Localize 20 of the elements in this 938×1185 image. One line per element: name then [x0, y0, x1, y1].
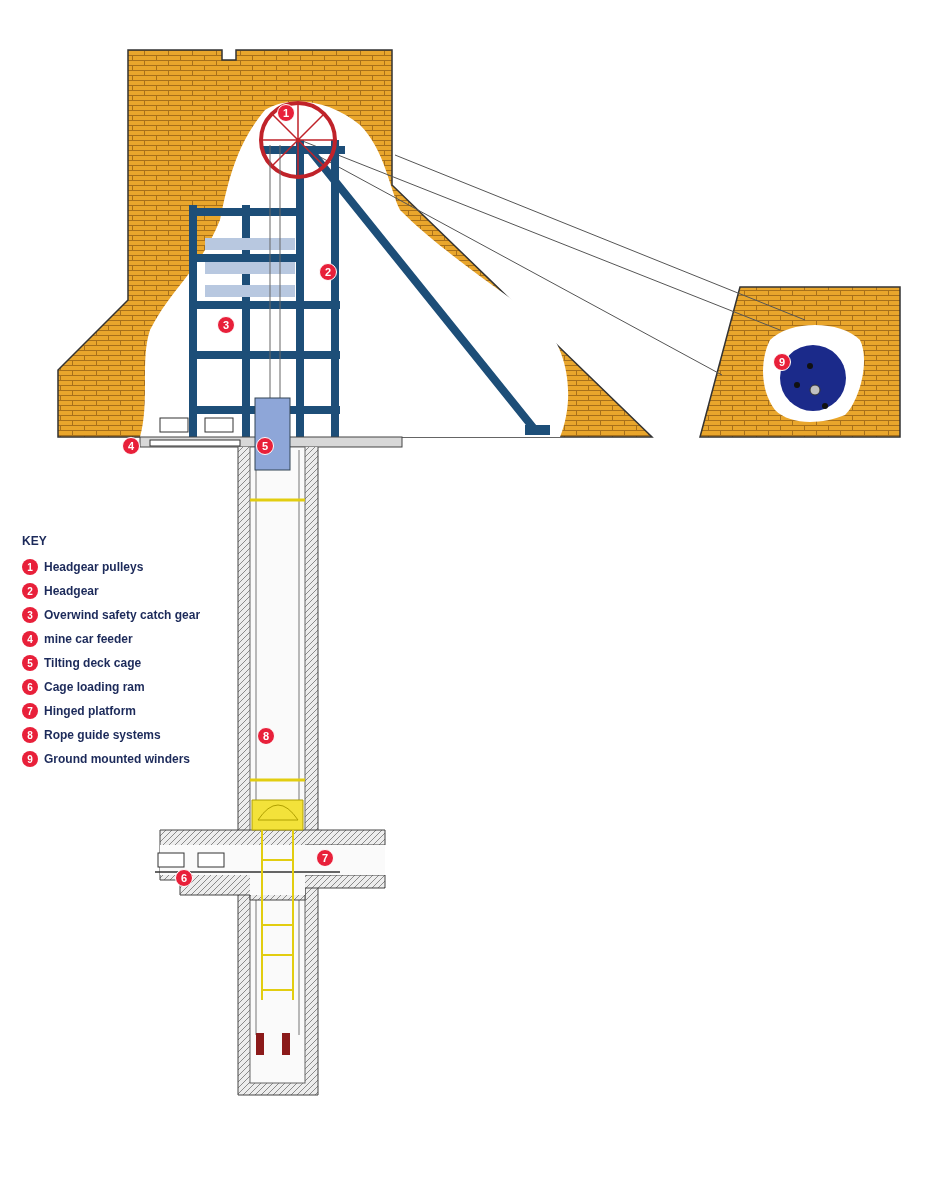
- callout-number: 3: [22, 607, 38, 623]
- callout-number: 8: [22, 727, 38, 743]
- callout-number: 2: [22, 583, 38, 599]
- callout-number: 5: [22, 655, 38, 671]
- key-text: Headgear: [44, 583, 99, 600]
- callout-number: 4: [22, 631, 38, 647]
- key-text: Tilting deck cage: [44, 655, 142, 672]
- key-text: mine car feeder: [44, 631, 133, 648]
- callout-number: 7: [22, 703, 38, 719]
- key-text: Hinged platform: [44, 703, 136, 720]
- key-text: Rope guide systems: [44, 727, 161, 744]
- key-text: Cage loading ram: [44, 679, 145, 696]
- key-text: Headgear pulleys: [44, 559, 144, 576]
- callout-number: 4: [122, 437, 140, 455]
- key-text: Overwind safety catch gear: [44, 607, 201, 624]
- key-heading: KEY: [22, 533, 48, 550]
- key-text: Ground mounted winders: [44, 751, 190, 768]
- callout-number: 1: [22, 559, 38, 575]
- callout-number: 6: [22, 679, 38, 695]
- callout-number: 9: [22, 751, 38, 767]
